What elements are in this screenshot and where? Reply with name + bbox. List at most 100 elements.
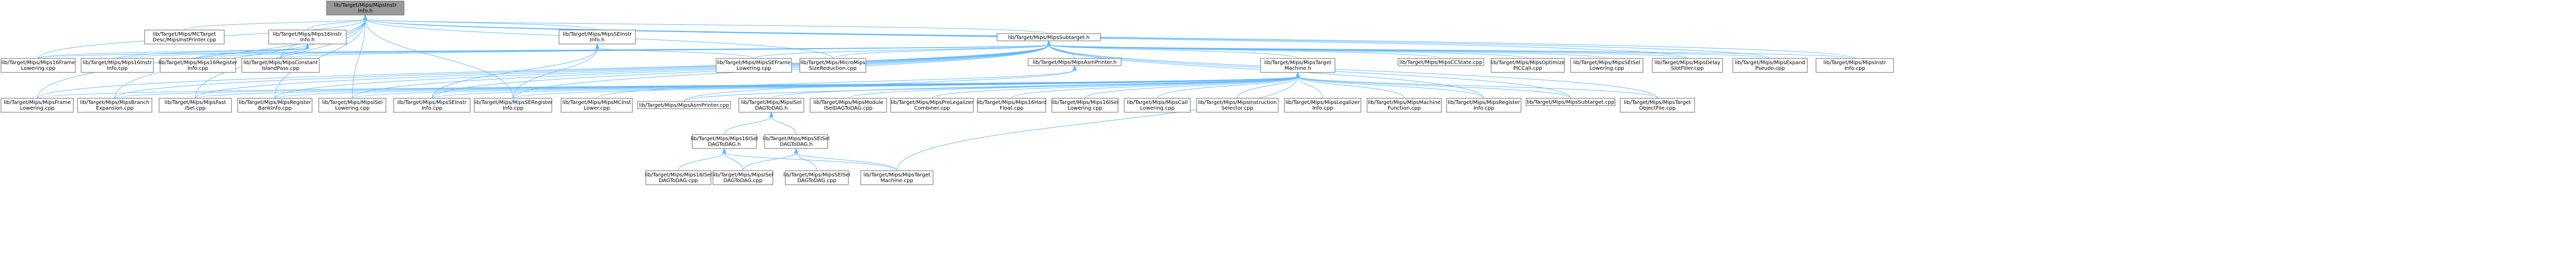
node-label-line: lib/Target/Mips/MipsISel (741, 100, 801, 106)
node-label-line: lib/Target/Mips/MipsSEISel (783, 172, 850, 178)
edge-m16iseldagh-to-m16iseldagcpp (678, 147, 727, 171)
node-label-line: ObjectFile.cpp (1639, 106, 1676, 111)
node-subtargeth[interactable]: lib/Target/Mips/MipsSubtarget.h (997, 33, 1101, 41)
node-box (393, 98, 471, 113)
node-label-line: lib/Target/Mips/MipsTarget (1264, 60, 1331, 66)
node-moduledag[interactable]: lib/Target/Mips/MipsModuleISelDAGToDAG.c… (810, 98, 887, 113)
edge-root-to-m16instrh (307, 14, 368, 31)
node-label-line: IslandPass.cpp (261, 66, 299, 71)
edge-targetmachineh-to-prelegal (932, 71, 1300, 99)
node-label-line: Info.h (590, 37, 604, 43)
node-box (977, 98, 1046, 113)
node-subtargetcpp[interactable]: lib/Target/Mips/MipsSubtarget.cpp (1526, 98, 1616, 106)
node-label-line: PICCall.cpp (1513, 66, 1542, 71)
node-ccstate[interactable]: lib/Target/Mips/MipsCCState.cpp (1398, 58, 1484, 66)
node-box (558, 29, 636, 44)
node-micromips[interactable]: lib/Target/Mips/MicroMipsSizeReduction.c… (799, 58, 866, 73)
node-label-line: lib/Target/Mips/Mips16Instr (273, 32, 343, 37)
node-instselect[interactable]: lib/Target/Mips/MipsInstructionSelector.… (1196, 98, 1279, 113)
node-label-line: lib/Target/Mips/MCTarget (153, 32, 216, 37)
edge-root-to-frame (37, 14, 368, 99)
node-label-line: lib/Target/Mips/MipsISel (322, 100, 382, 106)
node-asmprintercpp[interactable]: lib/Target/Mips/MipsAsmPrinter.cpp (637, 101, 731, 109)
node-label-line: lib/Target/Mips/MipsSEInstr (397, 100, 467, 106)
edge-targetmachineh-to-legalizer (1295, 71, 1323, 99)
node-prelegal[interactable]: lib/Target/Mips/MipsPreLegalizerCombiner… (890, 98, 974, 113)
node-label-line: DAGToDAG.h (708, 142, 741, 147)
node-label-line: DAGToDAG.h (755, 106, 788, 111)
edge-subtargeth-to-micromips (832, 40, 1051, 59)
node-label-line: lib/Target/Mips/MipsPreLegalizer (891, 100, 974, 106)
node-label-line: Machine.h (1284, 66, 1311, 71)
node-box (785, 170, 849, 185)
node-label-line: SizeReduction.cpp (809, 66, 857, 71)
node-label-line: Lower.cpp (584, 106, 610, 111)
node-box (860, 170, 934, 185)
node-box (1260, 58, 1336, 73)
node-constisland[interactable]: lib/Target/Mips/MipsConstantIslandPass.c… (241, 58, 320, 73)
node-label-line: Info.cpp (422, 106, 442, 111)
node-label-line: Lowering.cpp (737, 66, 771, 71)
node-box (241, 58, 320, 73)
node-label-line: Machine.cpp (880, 178, 913, 184)
node-label-line: lib/Target/Mips/MipsInstruction (1198, 100, 1277, 106)
edge-targetmachineh-to-instselect (1237, 71, 1300, 99)
node-label-line: DAGToDAG.h (780, 142, 813, 147)
edge-targetmachineh-to-subtargetcpp (1295, 71, 1571, 99)
node-box (692, 134, 757, 149)
node-box (764, 134, 828, 149)
node-mctarget[interactable]: lib/Target/Mips/MCTargetDesc/MipsInstPri… (144, 29, 225, 44)
node-label-line: Info.cpp (107, 66, 128, 71)
node-box (1526, 98, 1616, 106)
node-label-line: lib/Target/Mips/Mips16ISel (1051, 100, 1119, 106)
edge-seiseldagh-to-iseldagcpp (742, 147, 799, 171)
node-label-line: Lowering.cpp (20, 106, 55, 111)
node-label-line: lib/Target/Mips/MipsConstant (243, 60, 318, 66)
node-asmprinterh[interactable]: lib/Target/Mips/MipsAsmPrinter.h (1028, 58, 1122, 66)
node-label-line: lib/Target/Mips/MipsMCInst (563, 100, 631, 106)
node-label-line: Expansion.cpp (96, 106, 134, 111)
node-box (1051, 98, 1119, 113)
node-box (810, 98, 887, 113)
node-box (1124, 98, 1191, 113)
node-label-line: lib/Target/Mips/MipsFast (165, 100, 226, 106)
node-box (1196, 98, 1279, 113)
edge-targetmachineh-to-calllow (1157, 71, 1300, 99)
node-box (712, 170, 773, 185)
